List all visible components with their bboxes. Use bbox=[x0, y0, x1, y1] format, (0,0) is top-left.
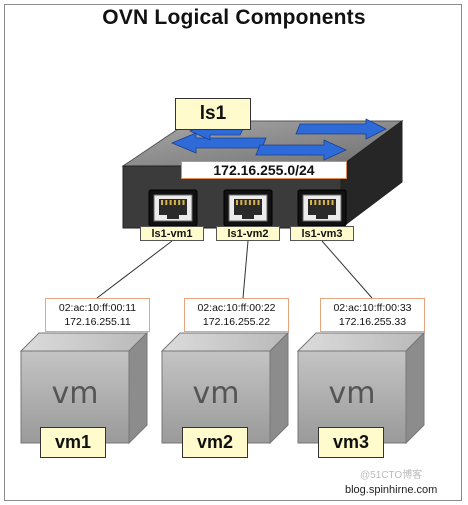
vm2-ip: 172.16.255.22 bbox=[202, 316, 271, 328]
link-line bbox=[242, 240, 249, 299]
switch-name-label: ls1 bbox=[175, 98, 251, 130]
vm2-mac: 02:ac:10:ff:00:22 bbox=[197, 302, 276, 314]
subnet-label: 172.16.255.0/24 bbox=[181, 161, 347, 179]
vm1-address-box: 02:ac:10:ff:00:11 172.16.255.11 bbox=[45, 298, 150, 332]
ethernet-port-icon bbox=[148, 189, 198, 227]
vm3-mac: 02:ac:10:ff:00:33 bbox=[333, 302, 412, 314]
port-label-ls1-vm3: ls1-vm3 bbox=[290, 226, 354, 241]
vm2-address-box: 02:ac:10:ff:00:22 172.16.255.22 bbox=[184, 298, 289, 332]
vm3-address-box: 02:ac:10:ff:00:33 172.16.255.33 bbox=[320, 298, 425, 332]
vm1-name-label: vm1 bbox=[40, 427, 106, 458]
diagram-title: OVN Logical Components bbox=[102, 6, 366, 29]
port-links bbox=[96, 240, 373, 299]
port-label-ls1-vm1: ls1-vm1 bbox=[140, 226, 204, 241]
vm1-mac: 02:ac:10:ff:00:11 bbox=[58, 302, 137, 314]
vm-cube-icon: vm bbox=[19, 331, 149, 445]
link-line bbox=[321, 240, 373, 299]
vm-logo: vm bbox=[193, 376, 240, 411]
ethernet-port-icon bbox=[297, 189, 347, 227]
vm2-name-label: vm2 bbox=[182, 427, 248, 458]
vm1-ip: 172.16.255.11 bbox=[64, 316, 131, 328]
switch-ports bbox=[148, 189, 347, 227]
watermark: @51CTO博客 bbox=[360, 470, 423, 481]
footer-credit: blog.spinhirne.com bbox=[345, 484, 438, 496]
vm-logo: vm bbox=[52, 376, 99, 411]
link-line bbox=[96, 240, 173, 299]
vm3-name-label: vm3 bbox=[318, 427, 384, 458]
vm-cube-icon: vm bbox=[160, 331, 290, 445]
vm-cubes: vm vm vm bbox=[19, 331, 426, 445]
port-label-ls1-vm2: ls1-vm2 bbox=[216, 226, 280, 241]
vm-logo: vm bbox=[329, 376, 376, 411]
ethernet-port-icon bbox=[223, 189, 273, 227]
vm3-ip: 172.16.255.33 bbox=[338, 316, 407, 328]
